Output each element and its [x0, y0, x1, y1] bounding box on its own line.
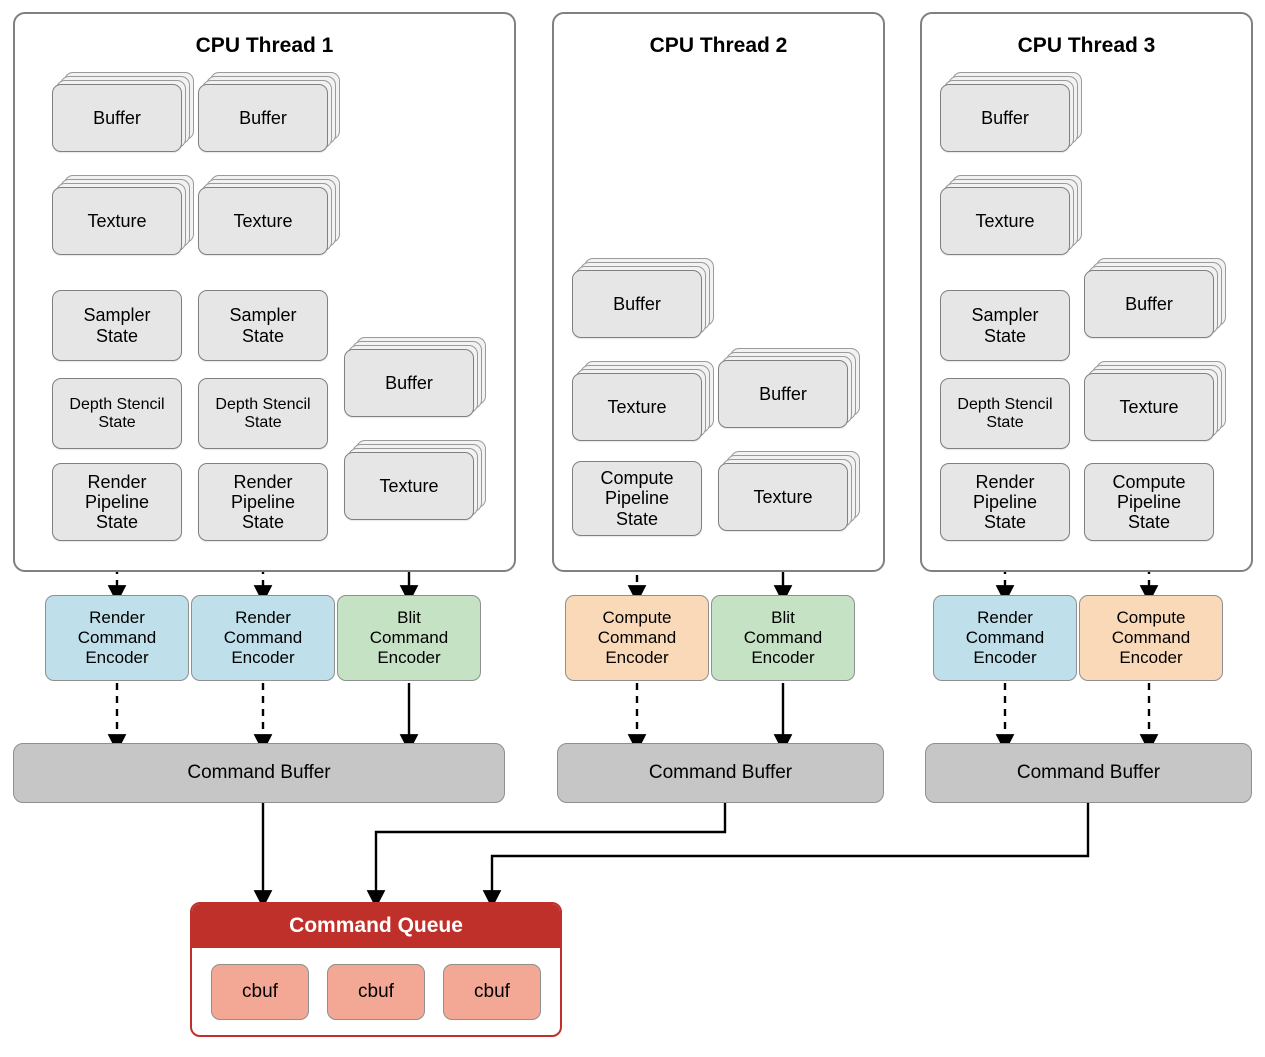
- resource-card-stack[interactable]: Texture: [572, 361, 714, 441]
- command-queue-items: cbuf cbuf cbuf: [192, 948, 560, 1035]
- resource-card-stack[interactable]: Buffer: [718, 348, 860, 428]
- resource-card-label: Buffer: [1125, 293, 1173, 314]
- resource-card-label: Texture: [753, 486, 813, 507]
- command-queue-title: Command Queue: [192, 904, 560, 948]
- resource-card-stack[interactable]: Texture: [198, 175, 340, 255]
- command-buffer-label: Command Buffer: [1016, 762, 1161, 783]
- resource-card-label: Texture: [607, 396, 667, 417]
- cbuf-label: cbuf: [242, 980, 278, 1002]
- cbuf-item[interactable]: cbuf: [211, 963, 309, 1020]
- resource-card-stack[interactable]: Buffer: [940, 72, 1082, 152]
- resource-card-stack[interactable]: Buffer: [198, 72, 340, 152]
- thread-title: CPU Thread 2: [649, 34, 788, 57]
- resource-card-stack[interactable]: Texture: [940, 175, 1082, 255]
- command-buffer-2[interactable]: Command Buffer: [557, 743, 884, 803]
- resource-card-stack[interactable]: Texture: [1084, 361, 1226, 441]
- thread-title: CPU Thread 1: [195, 34, 334, 57]
- cbuf-item[interactable]: cbuf: [327, 963, 425, 1020]
- resource-card-label: Buffer: [981, 107, 1029, 128]
- resource-card-stack[interactable]: Texture: [718, 451, 860, 531]
- resource-card-label: Texture: [87, 210, 147, 231]
- command-buffer-label: Command Buffer: [187, 762, 331, 783]
- resource-card-label: Texture: [233, 210, 293, 231]
- command-queue[interactable]: Command Queue cbuf cbuf cbuf: [190, 902, 562, 1037]
- resource-card-label: Buffer: [93, 107, 141, 128]
- resource-card-label: Buffer: [239, 107, 287, 128]
- cbuf-label: cbuf: [358, 980, 394, 1002]
- resource-card-label: Buffer: [613, 293, 661, 314]
- resource-card-label: Texture: [379, 475, 439, 496]
- cbuf-item[interactable]: cbuf: [443, 963, 541, 1020]
- resource-card-stack[interactable]: Texture: [344, 440, 486, 520]
- command-buffer-1[interactable]: Command Buffer: [13, 743, 505, 803]
- resource-card-label: Texture: [1119, 396, 1179, 417]
- cbuf-label: cbuf: [474, 980, 510, 1002]
- thread-title: CPU Thread 3: [1017, 34, 1156, 57]
- resource-card-stack[interactable]: Buffer: [344, 337, 486, 417]
- resource-card-label: Buffer: [385, 372, 433, 393]
- resource-card-stack[interactable]: Texture: [52, 175, 194, 255]
- command-buffer-3[interactable]: Command Buffer: [925, 743, 1252, 803]
- resource-card-stack[interactable]: Buffer: [572, 258, 714, 338]
- resource-card-label: Texture: [975, 210, 1035, 231]
- resource-card-stack[interactable]: Buffer: [1084, 258, 1226, 338]
- command-buffer-label: Command Buffer: [648, 762, 793, 783]
- resource-card-stack[interactable]: Buffer: [52, 72, 194, 152]
- resource-card-label: Buffer: [759, 383, 807, 404]
